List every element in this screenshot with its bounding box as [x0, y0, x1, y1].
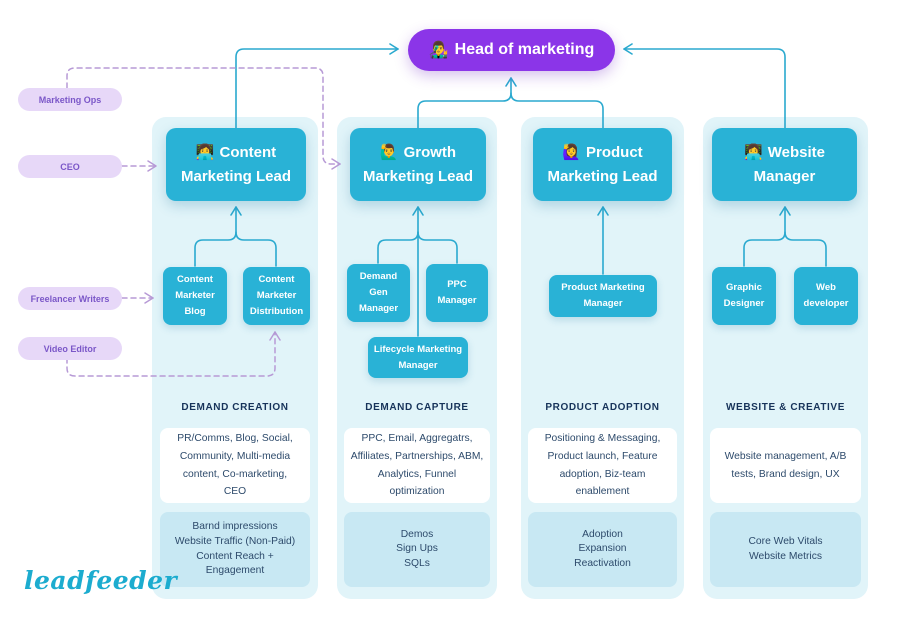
section-demand-creation: DEMAND CREATION — [181, 402, 289, 413]
dashed-connectors — [66, 67, 341, 377]
box-lifecycle-marketing-manager: Lifecycle Marketing Manager — [368, 337, 468, 378]
line-developer-to-website-manager — [784, 231, 827, 267]
metrics-demand-capture: Demos Sign Ups SQLs — [344, 512, 490, 587]
metrics-product-adoption: Adoption Expansion Reactivation — [528, 512, 677, 587]
report-label: PPC Manager — [437, 279, 477, 306]
pill-label: Freelancer Writers — [30, 293, 110, 304]
line-ppc-to-growth-lead — [417, 231, 458, 264]
box-ppc-manager: PPC Manager — [426, 264, 488, 322]
report-label: Lifecycle Marketing Manager — [373, 343, 463, 371]
metrics-website-creative: Core Web Vitals Website Metrics — [710, 512, 861, 587]
report-label: Graphic Designer — [723, 282, 765, 309]
content-lead-text: 👩‍💻Content Marketing Lead — [176, 141, 296, 188]
technologist-emoji-icon: 👩‍💻 — [744, 144, 763, 162]
line-marketing-ops-to-growth — [66, 67, 341, 170]
line-demandgen-to-growth-lead — [377, 231, 419, 264]
lead-box-product-marketing: 🙋‍♀️Product Marketing Lead — [533, 128, 672, 201]
report-label: Content Marketer Blog — [175, 274, 215, 317]
line-content-to-head — [235, 43, 399, 129]
leadfeeder-logo: leadfeeder — [24, 566, 178, 595]
report-label: Web developer — [803, 282, 849, 309]
pill-label: CEO — [60, 161, 80, 172]
box-content-marketer-distribution: Content Marketer Distribution — [243, 267, 310, 325]
line-distribution-to-content-lead — [235, 231, 277, 267]
box-product-marketing-manager: Product Marketing Manager — [549, 275, 657, 317]
pill-freelancer-writers: Freelancer Writers — [18, 287, 122, 310]
pill-ceo: CEO — [18, 155, 122, 178]
activities-demand-capture: PPC, Email, Aggregatrs, Affiliates, Part… — [344, 428, 490, 503]
head-of-marketing-box: 👨‍🎤 Head of marketing — [408, 29, 615, 71]
lead-label: Content Marketing Lead — [180, 144, 292, 185]
lead-box-growth-marketing: 🙋‍♂️Growth Marketing Lead — [350, 128, 486, 201]
pill-label: Video Editor — [43, 343, 97, 354]
report-label: Content Marketer Distribution — [249, 274, 304, 317]
box-content-marketer-blog: Content Marketer Blog — [163, 267, 227, 325]
report-label: Demand Gen Manager — [358, 271, 399, 314]
activities-demand-creation: PR/Comms, Blog, Social, Community, Multi… — [160, 428, 310, 503]
line-video-editor-to-distribution — [66, 331, 281, 377]
section-website-creative: WEBSITE & CREATIVE — [726, 402, 845, 413]
pill-marketing-ops: Marketing Ops — [18, 88, 122, 111]
line-designer-to-website-manager — [743, 206, 791, 267]
line-product-to-head — [510, 92, 604, 129]
lead-label: Product Marketing Lead — [547, 144, 658, 185]
activities-product-adoption: Positioning & Messaging, Product launch,… — [528, 428, 677, 503]
report-label: Product Marketing Manager — [561, 282, 645, 309]
woman-raising-hand-emoji-icon: 🙋‍♀️ — [562, 144, 581, 162]
lead-label: Website Manager — [753, 144, 825, 185]
pill-video-editor: Video Editor — [18, 337, 122, 360]
technologist-emoji-icon: 👩‍💻 — [195, 144, 215, 162]
line-growth-to-head — [417, 77, 517, 129]
lead-box-content-marketing: 👩‍💻Content Marketing Lead — [166, 128, 306, 201]
growth-lead-text: 🙋‍♂️Growth Marketing Lead — [360, 141, 476, 188]
box-demand-gen-manager: Demand Gen Manager — [347, 264, 410, 322]
website-lead-text: 👩‍💻Website Manager — [722, 141, 847, 188]
section-product-adoption: PRODUCT ADOPTION — [545, 402, 660, 413]
line-blog-to-content-lead — [194, 206, 242, 267]
activities-website-creative: Website management, A/B tests, Brand des… — [710, 428, 861, 503]
lead-label: Growth Marketing Lead — [362, 144, 474, 185]
lead-box-website-manager: 👩‍💻Website Manager — [712, 128, 857, 201]
pill-label: Marketing Ops — [38, 94, 102, 105]
line-website-to-head — [623, 43, 786, 129]
man-raising-hand-emoji-icon: 🙋‍♂️ — [379, 144, 399, 162]
head-of-marketing-label: Head of marketing — [454, 41, 595, 58]
box-web-developer: Web developer — [794, 267, 858, 325]
box-graphic-designer: Graphic Designer — [712, 267, 776, 325]
metrics-demand-creation: Barnd impressions Website Traffic (Non-P… — [160, 512, 310, 587]
section-demand-capture: DEMAND CAPTURE — [365, 402, 469, 413]
singer-emoji-icon: 👨‍🎤 — [428, 42, 449, 59]
solid-connectors — [194, 43, 827, 337]
product-lead-text: 🙋‍♀️Product Marketing Lead — [543, 141, 662, 188]
